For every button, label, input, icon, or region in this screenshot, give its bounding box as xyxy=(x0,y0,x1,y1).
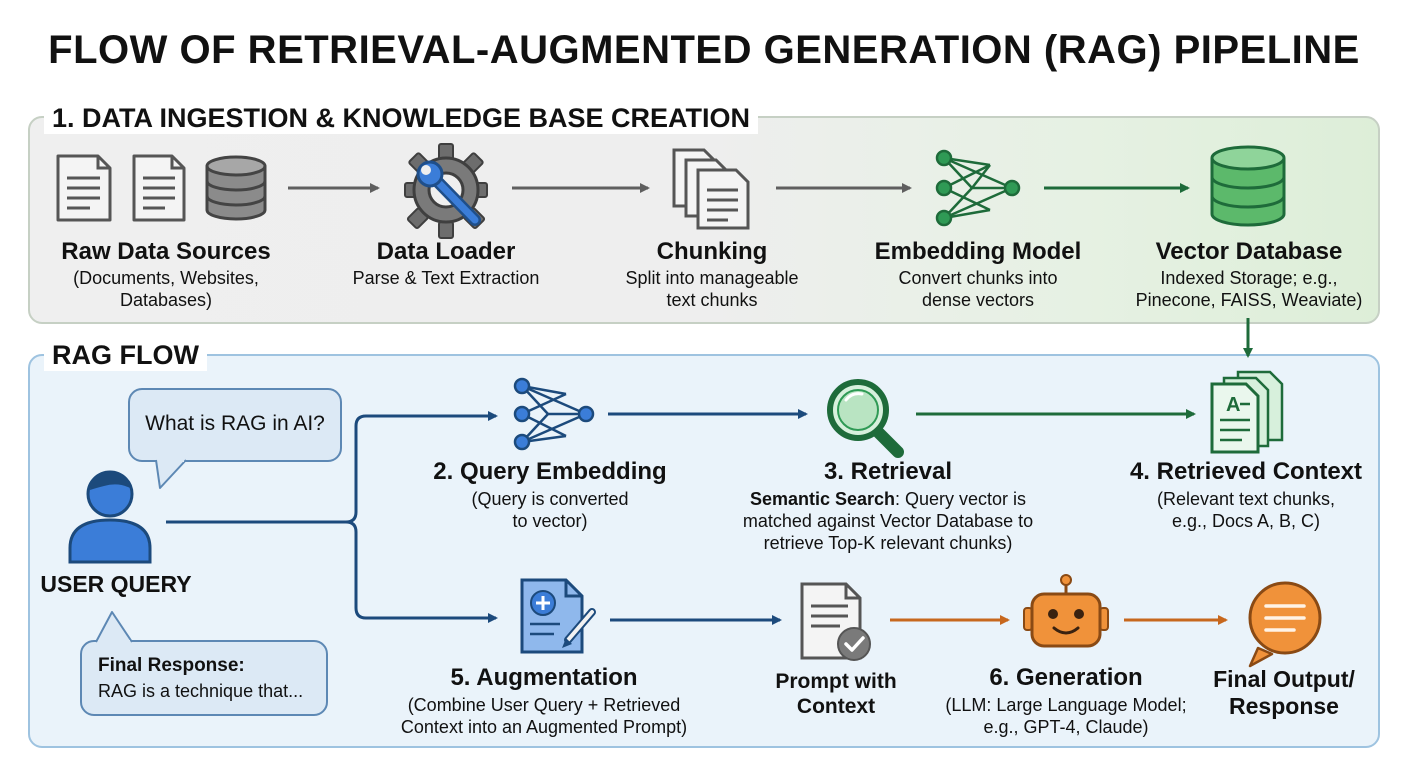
retrieval-desc-1: Semantic Search: Query vector is xyxy=(688,488,1088,510)
raw-data-sources-desc-1: (Documents, Websites, xyxy=(73,268,259,288)
chat-bubble-icon xyxy=(1248,581,1322,668)
search-icon xyxy=(827,379,904,458)
augmentation-desc-2: Context into an Augmented Prompt) xyxy=(400,717,688,737)
final-response-text: RAG is a technique that... xyxy=(98,681,304,701)
prompt-with-context-2: Context xyxy=(796,695,876,718)
retrieval-desc-2: matched against Vector Database to xyxy=(742,511,1034,531)
generation-desc-1: (LLM: Large Language Model; xyxy=(945,695,1187,715)
data-loader-title: Data Loader xyxy=(376,238,516,265)
prompt-document-icon xyxy=(800,582,871,661)
user-icon xyxy=(68,470,152,564)
query-embedding-desc-1: (Query is converted xyxy=(471,489,629,509)
rag-heading: RAG FLOW xyxy=(44,339,207,371)
prompt-with-context-1: Prompt with xyxy=(775,670,897,693)
final-response-title: Final Response: xyxy=(98,655,245,676)
retrieved-context-desc-1: (Relevant text chunks, xyxy=(1156,489,1336,509)
stacked-pages-icon xyxy=(672,148,750,230)
retrieval-desc-3: retrieve Top-K relevant chunks) xyxy=(763,533,1013,553)
embedding-model-desc-1: Convert chunks into xyxy=(898,268,1058,288)
semantic-search-label: Semantic Search xyxy=(749,489,896,509)
retrieved-context-desc-2: e.g., Docs A, B, C) xyxy=(1171,511,1321,531)
bubble-tail xyxy=(155,459,187,489)
embedding-model-desc-2: dense vectors xyxy=(921,290,1035,310)
query-embedding-desc-2: to vector) xyxy=(512,511,588,531)
chunking-desc-2: text chunks xyxy=(666,290,758,310)
retrieved-documents-icon: A xyxy=(1210,370,1284,454)
chunking-desc-1: Split into manageable xyxy=(625,268,799,288)
vector-database-desc-2: Pinecone, FAISS, Weaviate) xyxy=(1135,290,1363,310)
query-branch-connector xyxy=(166,411,498,623)
generation-desc-2: e.g., GPT-4, Claude) xyxy=(983,717,1149,737)
generation-title: 6. Generation xyxy=(989,664,1143,691)
raw-data-sources-title: Raw Data Sources xyxy=(61,238,271,265)
user-question-text: What is RAG in AI? xyxy=(145,412,325,435)
robot-icon xyxy=(1023,574,1109,648)
vector-database-desc-1: Indexed Storage; e.g., xyxy=(1160,268,1338,288)
vector-database-icon xyxy=(1210,145,1286,227)
retrieved-context-title: 4. Retrieved Context xyxy=(1129,458,1363,485)
embedding-model-title: Embedding Model xyxy=(874,238,1082,265)
data-loader-desc: Parse & Text Extraction xyxy=(352,268,540,288)
vector-database-title: Vector Database xyxy=(1155,238,1343,265)
raw-data-sources-desc-2: Databases) xyxy=(119,290,213,310)
ingestion-heading: 1. DATA INGESTION & KNOWLEDGE BASE CREAT… xyxy=(44,102,759,134)
svg-text:A: A xyxy=(1226,394,1240,416)
augmentation-title: 5. Augmentation xyxy=(450,664,638,691)
neural-network-icon xyxy=(935,149,1021,227)
retrieval-title: 3. Retrieval xyxy=(823,458,953,485)
user-query-label: USER QUERY xyxy=(40,571,192,597)
query-embedding-title: 2. Query Embedding xyxy=(433,458,667,485)
page-title: FLOW OF RETRIEVAL-AUGMENTED GENERATION (… xyxy=(48,28,1360,72)
document-icon xyxy=(132,154,186,222)
bubble-tail xyxy=(95,611,133,643)
augmentation-document-icon xyxy=(520,578,596,654)
document-icon xyxy=(56,154,112,222)
gear-wrench-icon xyxy=(404,143,488,239)
augmentation-desc-1: (Combine User Query + Retrieved xyxy=(407,695,681,715)
final-response-bubble xyxy=(80,640,328,716)
database-icon xyxy=(205,155,267,221)
neural-network-icon xyxy=(513,377,595,451)
final-output-2: Response xyxy=(1229,693,1339,719)
final-output-1: Final Output/ xyxy=(1213,666,1355,692)
retrieval-desc-1-rest: : Query vector is xyxy=(895,489,1027,509)
user-question-bubble xyxy=(128,388,342,462)
chunking-title: Chunking xyxy=(656,238,768,265)
